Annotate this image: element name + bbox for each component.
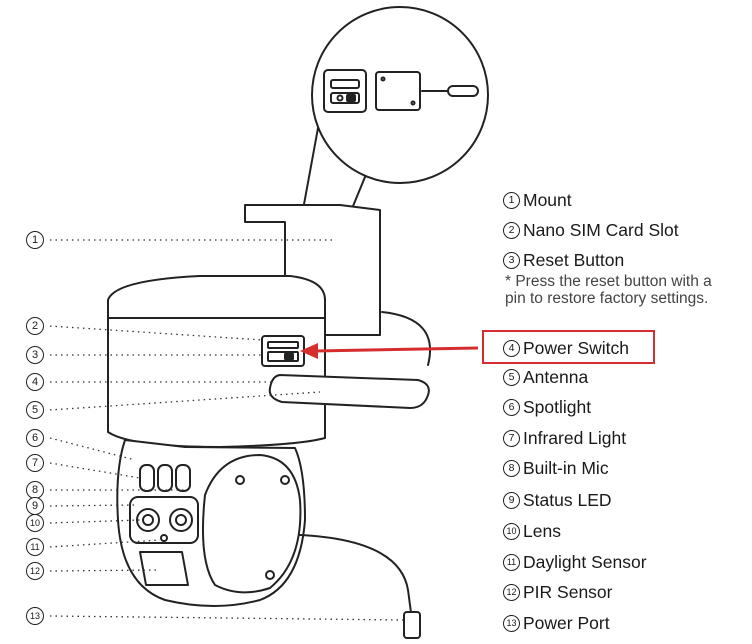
callout-11: 11 [26, 538, 44, 556]
antenna [268, 374, 430, 409]
callout-12: 12 [26, 562, 44, 580]
callout-6: 6 [26, 429, 44, 447]
callout-8: 8 [26, 481, 44, 499]
pir-sensor [139, 551, 189, 586]
lens-left [136, 508, 160, 532]
power-switch-highlight [482, 330, 655, 364]
reset-note: * Press the reset button with a pin to r… [505, 273, 712, 307]
callout-4: 4 [26, 373, 44, 391]
callout-10: 10 [26, 514, 44, 532]
callout-13: 13 [26, 607, 44, 625]
dome [201, 454, 302, 594]
zoom-circle [311, 6, 489, 184]
callout-7: 7 [26, 454, 44, 472]
power-port [403, 611, 421, 639]
zoom-screwdriver [447, 85, 479, 97]
power-cable [299, 534, 413, 621]
callout-2: 2 [26, 317, 44, 335]
mount-bracket [244, 204, 381, 336]
lens-panel [129, 496, 199, 544]
callout-9: 9 [26, 497, 44, 515]
zoom-slot [323, 69, 367, 113]
callout-1: 1 [26, 231, 44, 249]
callout-3: 3 [26, 346, 44, 364]
callout-5: 5 [26, 401, 44, 419]
lens-right [169, 508, 193, 532]
antenna-cable [381, 311, 431, 366]
zoom-cover [375, 71, 421, 111]
